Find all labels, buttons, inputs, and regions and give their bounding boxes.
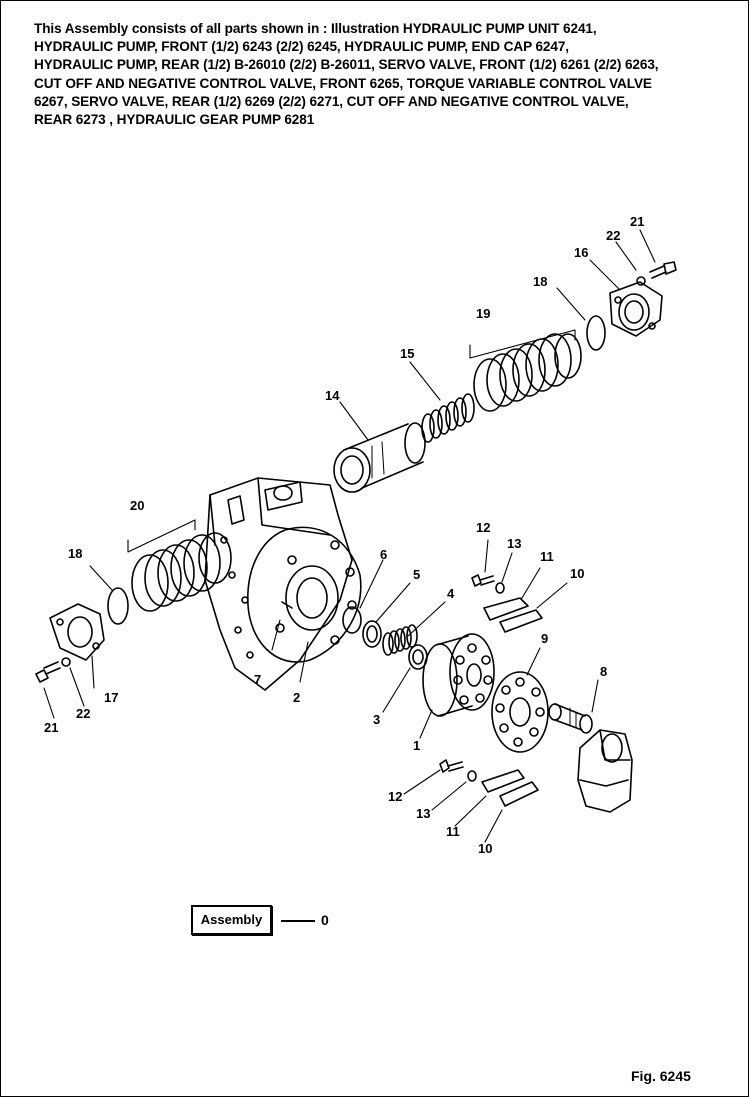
part-21-bolt-top	[649, 261, 677, 279]
callout-19: 19	[476, 306, 490, 321]
assembly-label: Assembly	[200, 912, 263, 927]
part-11-link-bottom	[481, 769, 525, 793]
header-line: CUT OFF AND NEGATIVE CONTROL VALVE, FRON…	[34, 75, 652, 91]
callout-9: 9	[541, 631, 548, 646]
part-17-flange	[49, 603, 105, 661]
pump-housing	[204, 477, 362, 691]
part-13-washer-bottom	[467, 770, 477, 782]
part-15-spring	[421, 393, 475, 443]
assembly-legend-box: Assembly	[191, 905, 272, 935]
callout-13-top: 13	[507, 536, 521, 551]
callout-12-top: 12	[476, 520, 490, 535]
assembly-leader-line	[281, 920, 315, 922]
part-22-washer-left	[61, 657, 71, 667]
part-6-ring	[342, 606, 362, 634]
part-19-bellows	[473, 333, 582, 412]
part-9-plate	[491, 671, 549, 753]
part-11-link-top	[483, 597, 529, 621]
header-line: 6267, SERVO VALVE, REAR (1/2) 6269 (2/2)…	[34, 93, 629, 109]
part-21-bolt-left	[35, 661, 61, 683]
callout-16: 16	[574, 245, 588, 260]
callout-7: 7	[254, 672, 261, 687]
callout-13-bottom: 13	[416, 806, 430, 821]
part-14-sleeve	[333, 422, 426, 493]
callout-21-top: 21	[630, 214, 644, 229]
callout-5: 5	[413, 567, 420, 582]
callout-11-top: 11	[540, 549, 554, 564]
part-4-spring	[382, 624, 418, 656]
part-22-washer-top	[636, 276, 646, 286]
header-line: HYDRAULIC PUMP, FRONT (1/2) 6243 (2/2) 6…	[34, 39, 569, 55]
part-18-oring-top	[586, 315, 606, 351]
callout-15: 15	[400, 346, 414, 361]
part-12-bolt-top	[471, 574, 495, 587]
callout-17: 17	[104, 690, 118, 705]
part-10-link-top	[499, 609, 543, 633]
assembly-description: This Assembly consists of all parts show…	[34, 20, 739, 129]
part-18-oring-left	[107, 587, 129, 625]
part-5-ring	[362, 620, 382, 648]
assembly-callout-number: 0	[321, 912, 329, 928]
callout-18-left: 18	[68, 546, 82, 561]
callout-6: 6	[380, 547, 387, 562]
callout-14: 14	[325, 388, 340, 403]
callout-12-bottom: 12	[388, 789, 402, 804]
callout-11-bottom: 11	[446, 824, 460, 839]
callout-22-bottom: 22	[76, 706, 90, 721]
header-line: HYDRAULIC PUMP, REAR (1/2) B-26010 (2/2)…	[34, 57, 659, 73]
part-16-flange	[609, 281, 663, 337]
callout-10-top: 10	[570, 566, 584, 581]
callout-4: 4	[447, 586, 455, 601]
callout-20: 20	[130, 498, 144, 513]
part-1-cylinder-block	[422, 633, 495, 717]
callout-21-bottom: 21	[44, 720, 58, 735]
leader-lines	[43, 229, 656, 843]
figure-label: Fig. 6245	[631, 1068, 691, 1084]
callout-10-bottom: 10	[478, 841, 492, 856]
part-10-link-bottom	[499, 781, 539, 807]
part-8-shaft	[548, 703, 593, 734]
callout-3: 3	[373, 712, 380, 727]
callout-2: 2	[293, 690, 300, 705]
callout-1: 1	[413, 738, 420, 753]
header-line: This Assembly consists of all parts show…	[34, 21, 597, 36]
part-12-bolt-bottom	[439, 759, 464, 773]
callout-8: 8	[600, 664, 607, 679]
swash-housing	[577, 729, 633, 813]
part-13-washer-top	[495, 582, 505, 594]
callout-18-top: 18	[533, 274, 547, 289]
callout-22-top: 22	[606, 228, 620, 243]
part-20-bellows	[131, 532, 232, 612]
header-line: REAR 6273 , HYDRAULIC GEAR PUMP 6281	[34, 112, 315, 128]
